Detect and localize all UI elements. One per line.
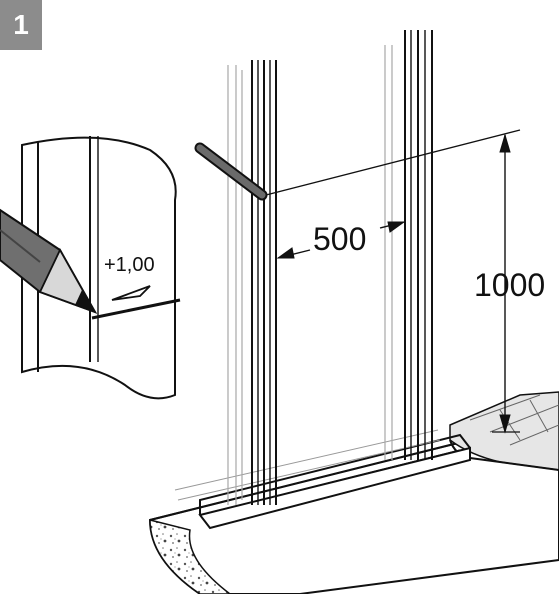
left-vertical-stud <box>251 60 277 505</box>
background-studs <box>227 45 393 505</box>
concrete-floor-slab <box>148 438 559 595</box>
height-dimension-label: 1000 <box>474 267 545 303</box>
spacing-dimension <box>276 221 406 259</box>
bottom-floor-track <box>174 429 471 530</box>
height-dimension <box>492 133 520 434</box>
detail-inset <box>21 136 181 400</box>
level-mark-label: +1,00 <box>104 254 155 276</box>
level-rod <box>194 142 268 201</box>
step-number-badge: 1 <box>0 0 42 50</box>
spacing-dimension-label: 500 <box>313 221 366 257</box>
right-vertical-stud <box>404 30 433 460</box>
pencil-icon <box>0 208 98 314</box>
reference-line <box>265 129 521 196</box>
